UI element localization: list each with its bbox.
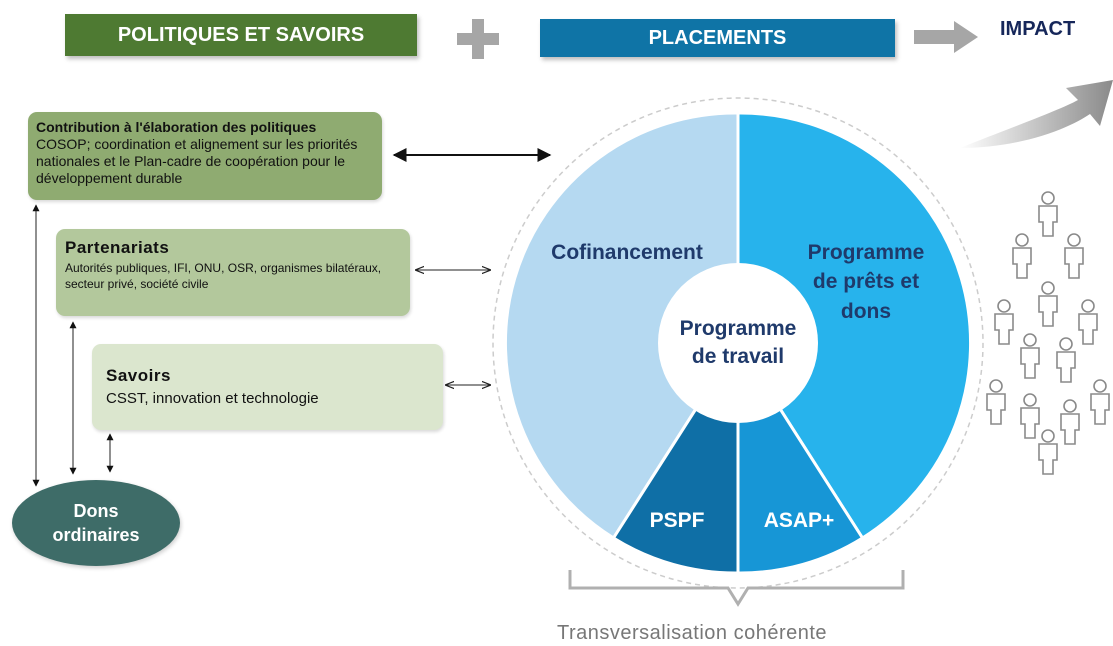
person-icon — [1038, 281, 1058, 327]
dons-label-line1: Dons — [73, 501, 119, 521]
savoirs-title: Savoirs — [106, 366, 171, 385]
dons-ordinaires-ellipse: Dons ordinaires — [12, 480, 180, 566]
plus-icon — [457, 19, 499, 59]
impact-label: IMPACT — [1000, 18, 1076, 40]
programme-prets-label-3: dons — [841, 300, 891, 323]
savoirs-text: CSST, innovation et technologie — [106, 390, 319, 407]
person-icon — [1078, 299, 1098, 345]
person-icon — [1020, 393, 1040, 439]
placements-header: PLACEMENTS — [540, 19, 895, 57]
person-icon — [1064, 233, 1084, 279]
programme-prets-label-1: Programme — [808, 241, 925, 264]
person-icon — [1056, 337, 1076, 383]
partenariats-text: Autorités publiques, IFI, ONU, OSR, orga… — [65, 261, 382, 291]
contribution-title: Contribution à l'élaboration des politiq… — [36, 119, 317, 135]
people-group-icon — [986, 191, 1110, 475]
person-icon — [1012, 233, 1032, 279]
person-icon — [1020, 333, 1040, 379]
transversalisation-bracket — [568, 570, 905, 607]
dons-label-line2: ordinaires — [52, 525, 140, 545]
person-icon — [1038, 191, 1058, 237]
person-icon — [994, 299, 1014, 345]
growth-arrow-icon — [960, 80, 1113, 148]
politiques-et-savoirs-header: POLITIQUES ET SAVOIRS — [65, 14, 417, 56]
cofinancement-label: Cofinancement — [551, 241, 703, 264]
partenariats-box: Partenariats Autorités publiques, IFI, O… — [56, 229, 410, 316]
savoirs-box: Savoirs CSST, innovation et technologie — [92, 344, 443, 430]
pspf-label: PSPF — [650, 509, 705, 532]
programme-de-travail-label-2: de travail — [692, 345, 784, 368]
contribution-box: Contribution à l'élaboration des politiq… — [28, 112, 382, 200]
person-icon — [986, 379, 1006, 425]
programme-de-travail-label-1: Programme — [680, 317, 797, 340]
transversalisation-label: Transversalisation cohérente — [557, 622, 828, 644]
programme-prets-label-2: de prêts et — [813, 270, 919, 293]
contribution-text: COSOP; coordination et alignement sur le… — [36, 136, 358, 186]
asap-label: ASAP+ — [764, 509, 835, 532]
person-icon — [1038, 429, 1058, 475]
placements-outer-ring — [492, 97, 984, 589]
person-icon — [1060, 399, 1080, 445]
person-icon — [1090, 379, 1110, 425]
partenariats-title: Partenariats — [65, 238, 170, 257]
impact-arrow-icon — [914, 21, 978, 53]
programme-de-travail-circle — [658, 263, 818, 423]
